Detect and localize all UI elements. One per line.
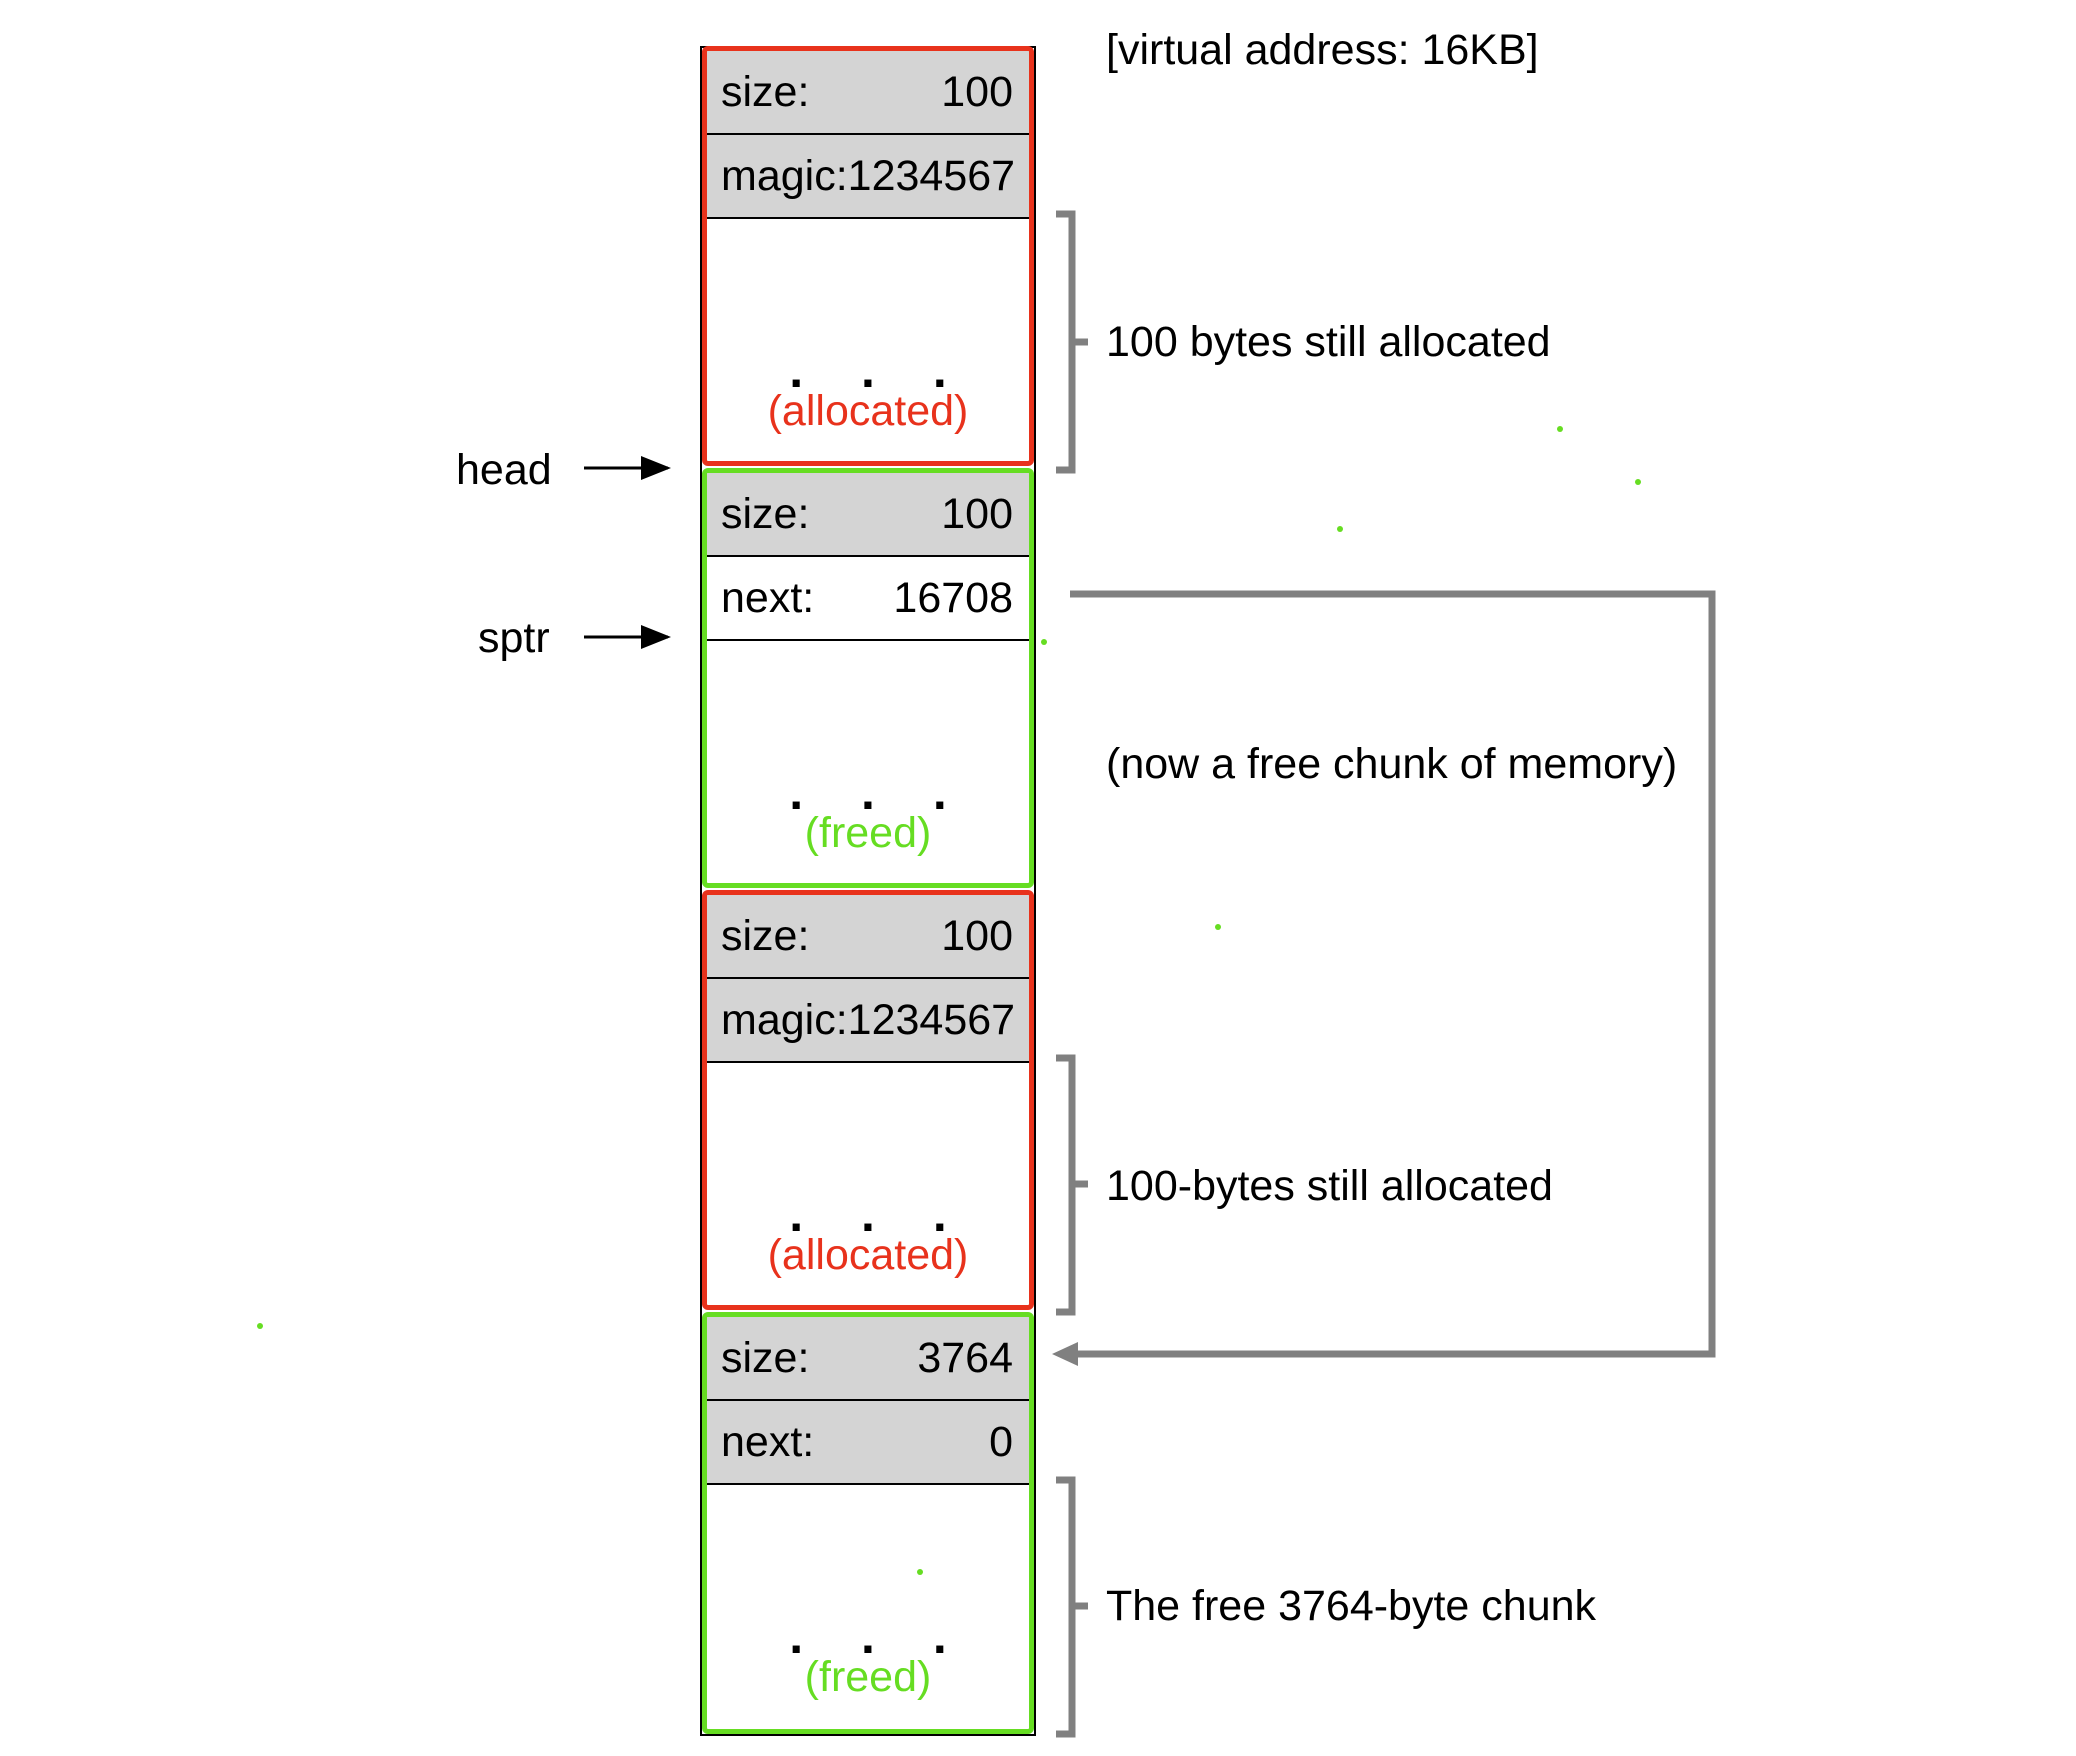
chunk-header-next: next: 16708 bbox=[707, 557, 1029, 641]
field-name: size: bbox=[721, 67, 810, 116]
field-name: next: bbox=[721, 573, 815, 622]
status-label: (allocated) bbox=[767, 387, 969, 435]
bracket-chunk-1 bbox=[1056, 210, 1088, 474]
ellipsis: . . . bbox=[789, 764, 969, 820]
chunk-header-size: size: 100 bbox=[707, 473, 1029, 557]
chunk-header-magic: magic: 1234567 bbox=[707, 979, 1029, 1063]
ellipsis: . . . bbox=[789, 1186, 969, 1242]
status-label: (freed) bbox=[804, 809, 932, 857]
next-pointer-arrowhead bbox=[1052, 1342, 1078, 1366]
annotation-chunk-1: 100 bytes still allocated bbox=[1106, 318, 1551, 366]
chunk-free-2: size: 3764 next: 0 . . . (freed) bbox=[702, 1312, 1034, 1734]
bracket-chunk-4 bbox=[1056, 1476, 1088, 1738]
field-value: 100 bbox=[941, 67, 1013, 116]
memory-column bbox=[700, 46, 1036, 1736]
chunk-allocated-1: size: 100 magic: 1234567 . . . (allocate… bbox=[702, 46, 1034, 466]
stray-dot bbox=[1557, 426, 1563, 432]
field-value: 16708 bbox=[893, 573, 1013, 622]
status-label: (allocated) bbox=[767, 1231, 969, 1279]
field-name: size: bbox=[721, 1333, 810, 1382]
field-value: 1234567 bbox=[847, 151, 1016, 200]
field-value: 100 bbox=[941, 489, 1013, 538]
field-name: magic: bbox=[721, 151, 848, 200]
chunk-header-next: next: 0 bbox=[707, 1401, 1029, 1485]
chunk-header-size: size: 100 bbox=[707, 895, 1029, 979]
field-value: 3764 bbox=[917, 1333, 1013, 1382]
field-name: size: bbox=[721, 489, 810, 538]
sptr-pointer-label: sptr bbox=[478, 614, 550, 662]
next-pointer-connector bbox=[1070, 590, 1716, 1358]
stray-dot bbox=[1635, 479, 1641, 485]
stray-dot bbox=[1337, 526, 1343, 532]
field-value: 0 bbox=[989, 1417, 1013, 1466]
stray-dot bbox=[1041, 639, 1047, 645]
field-name: magic: bbox=[721, 995, 848, 1044]
chunk-header-size: size: 3764 bbox=[707, 1317, 1029, 1401]
annotation-chunk-3: 100-bytes still allocated bbox=[1106, 1162, 1553, 1210]
stray-dot bbox=[257, 1323, 263, 1329]
field-name: next: bbox=[721, 1417, 815, 1466]
chunk-allocated-2: size: 100 magic: 1234567 . . . (allocate… bbox=[702, 890, 1034, 1310]
stray-dot bbox=[1215, 924, 1221, 930]
chunk-header-magic: magic: 1234567 bbox=[707, 135, 1029, 219]
ellipsis: . . . bbox=[789, 1608, 969, 1664]
annotation-chunk-2: (now a free chunk of memory) bbox=[1106, 740, 1678, 788]
chunk-free-1: size: 100 next: 16708 . . . (freed) bbox=[702, 468, 1034, 888]
bracket-chunk-3 bbox=[1056, 1054, 1088, 1316]
chunk-header-size: size: 100 bbox=[707, 51, 1029, 135]
status-label: (freed) bbox=[804, 1653, 932, 1701]
head-pointer-label: head bbox=[456, 446, 552, 494]
ellipsis: . . . bbox=[789, 342, 969, 398]
field-value: 100 bbox=[941, 911, 1013, 960]
stray-dot bbox=[917, 1569, 923, 1575]
annotation-chunk-4: The free 3764-byte chunk bbox=[1106, 1582, 1597, 1630]
field-value: 1234567 bbox=[847, 995, 1016, 1044]
virtual-address-label: [virtual address: 16KB] bbox=[1106, 26, 1539, 74]
field-name: size: bbox=[721, 911, 810, 960]
